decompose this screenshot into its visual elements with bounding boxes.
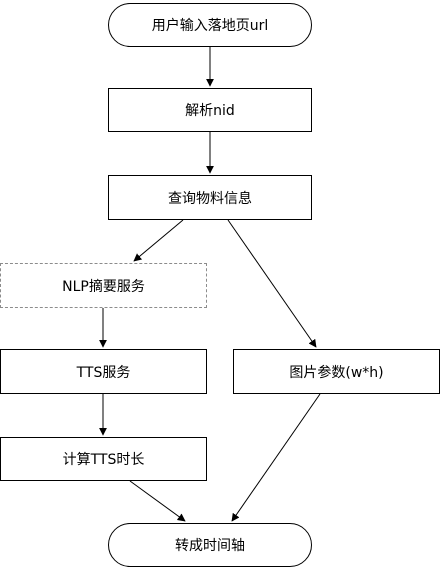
parse-nid-label: 解析nid — [185, 103, 235, 119]
query-material-label: 查询物料信息 — [168, 190, 252, 207]
nlp-summary-node: NLP摘要服务 — [0, 263, 207, 308]
parse-nid-node: 解析nid — [108, 88, 312, 132]
start-node: 用户输入落地页url — [108, 3, 312, 47]
arrow-calc-to-end — [129, 480, 186, 522]
tts-service-node: TTS服务 — [0, 349, 207, 394]
query-material-node: 查询物料信息 — [108, 175, 312, 220]
nlp-summary-label: NLP摘要服务 — [62, 278, 145, 295]
image-params-label: 图片参数(w*h) — [289, 364, 384, 381]
start-node-label: 用户输入落地页url — [151, 18, 269, 34]
end-node: 转成时间轴 — [108, 523, 312, 567]
calc-tts-duration-node: 计算TTS时长 — [0, 437, 207, 481]
arrow-query-to-image-params — [227, 219, 317, 348]
tts-service-label: TTS服务 — [76, 364, 131, 381]
calc-tts-duration-label: 计算TTS时长 — [62, 452, 145, 468]
arrow-query-to-nlp — [133, 219, 184, 262]
image-params-node: 图片参数(w*h) — [233, 349, 440, 394]
arrow-image-params-to-end — [231, 393, 321, 522]
end-node-label: 转成时间轴 — [175, 538, 245, 554]
